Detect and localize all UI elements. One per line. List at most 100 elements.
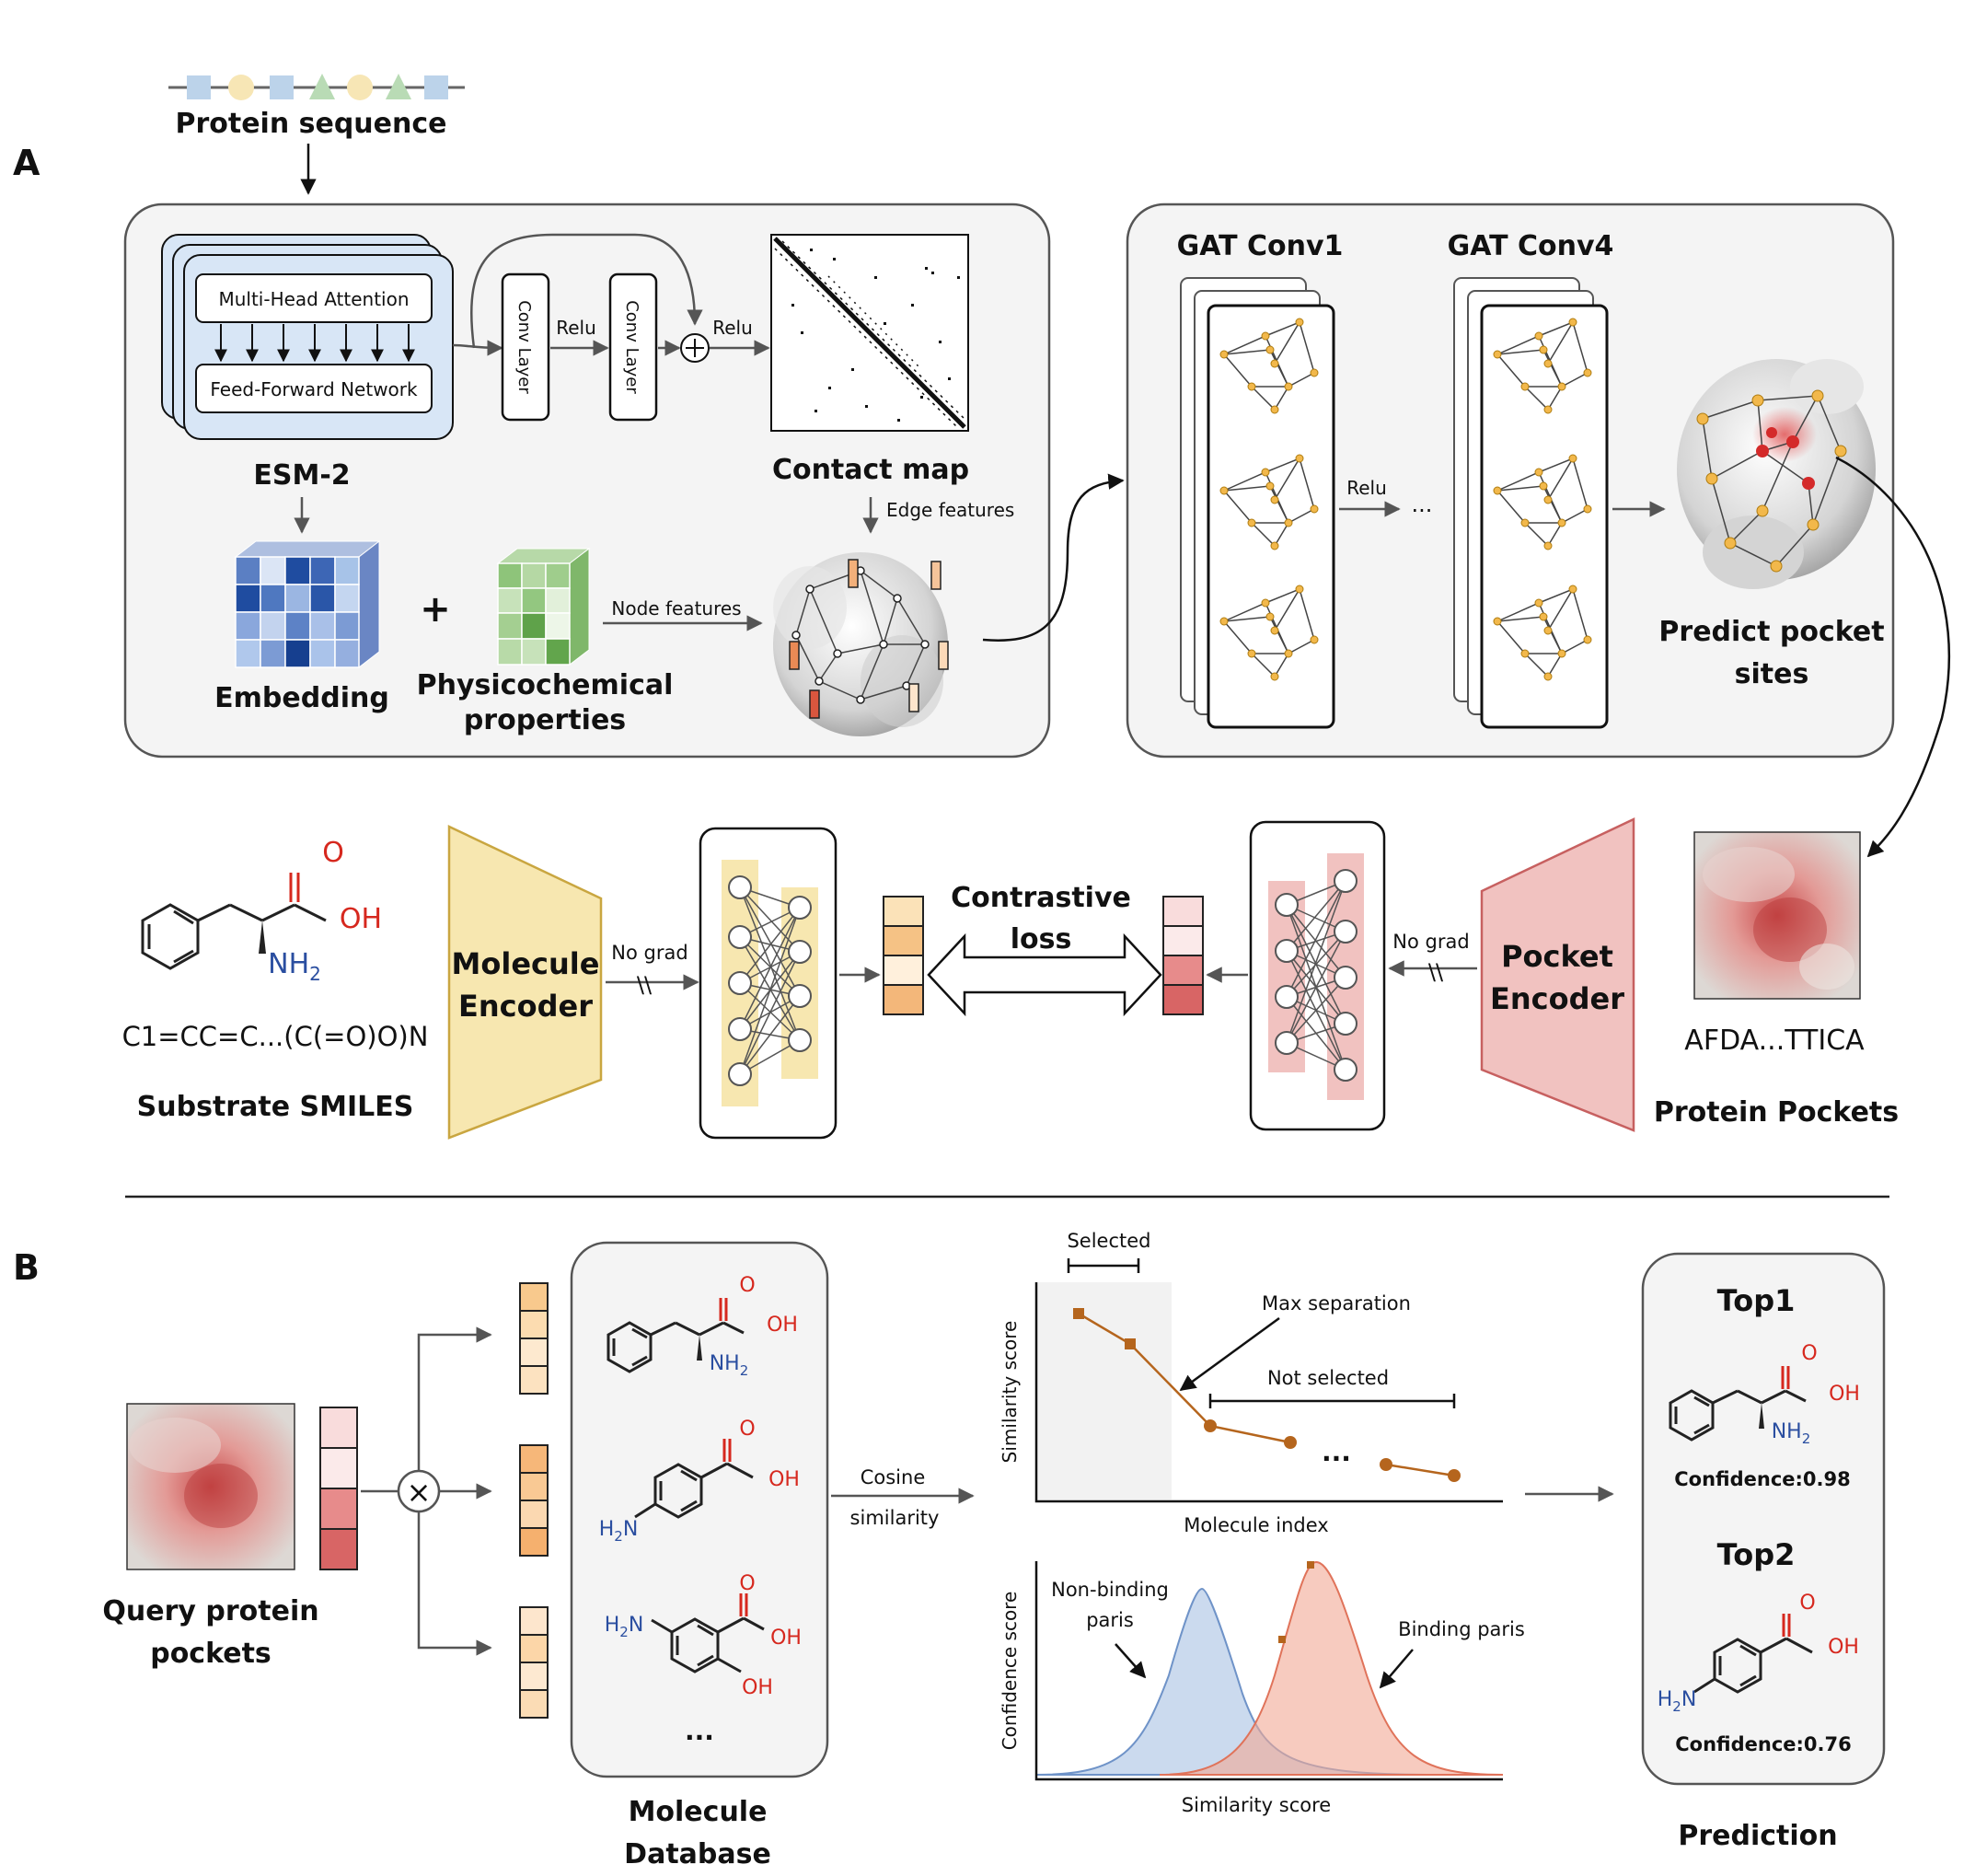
contrastive-label-2: loss bbox=[1011, 923, 1072, 955]
residual-arrow bbox=[470, 233, 703, 349]
query-pockets-label-2: pockets bbox=[150, 1638, 271, 1670]
physicochemical-label-2: properties bbox=[464, 704, 626, 736]
embedding-matrix bbox=[234, 539, 381, 669]
top2-amine-n: N bbox=[1681, 1688, 1696, 1711]
physicochemical-matrix bbox=[496, 547, 591, 666]
top1-molecule bbox=[1669, 1366, 1807, 1442]
binding-point-1 bbox=[1307, 1561, 1314, 1569]
top1-amine-sub: 2 bbox=[1802, 1430, 1811, 1447]
gat-ellipsis: ... bbox=[1412, 492, 1433, 517]
protein-sequence-label: Protein sequence bbox=[175, 108, 446, 140]
not-selected-bracket bbox=[1208, 1394, 1456, 1408]
contact-map-label: Contact map bbox=[772, 454, 969, 486]
protein-graph-image bbox=[773, 552, 949, 736]
top1-amine: NH2 bbox=[1772, 1420, 1811, 1447]
top1-confidence: Confidence:0.98 bbox=[1674, 1468, 1850, 1490]
top2-molecule bbox=[1693, 1614, 1813, 1694]
residual-sum-icon bbox=[680, 333, 710, 363]
gat-conv4-stack bbox=[1453, 277, 1609, 729]
grad-break-right: \\ bbox=[1428, 959, 1444, 985]
db-molecule-2 bbox=[634, 1439, 754, 1519]
node-features-label: Node features bbox=[611, 597, 741, 620]
db-mol1-amine: NH2 bbox=[710, 1352, 749, 1379]
plus-sign: + bbox=[420, 588, 451, 631]
conv-layer-1 bbox=[501, 272, 550, 422]
substrate-amine: NH2 bbox=[268, 948, 321, 985]
prediction-panel bbox=[1641, 1252, 1886, 1786]
similarity-point-5 bbox=[1380, 1458, 1392, 1471]
protein-pocket-image bbox=[1693, 831, 1861, 1000]
pocket-sequence: AFDA...TTICA bbox=[1684, 1025, 1865, 1057]
similarity-point-4 bbox=[1284, 1436, 1297, 1449]
db-mol1-amine-sub: 2 bbox=[740, 1362, 749, 1379]
top1-label: Top1 bbox=[1717, 1283, 1796, 1318]
predict-pocket-label-2: sites bbox=[1735, 658, 1809, 690]
pocket-to-pockets-arrow bbox=[1835, 456, 1950, 858]
contrastive-double-arrow bbox=[927, 932, 1162, 1017]
top2-amine: H2N bbox=[1658, 1688, 1697, 1715]
max-separation-label: Max separation bbox=[1262, 1292, 1411, 1314]
esm2-block: Multi-Head Attention Feed-Forward Networ… bbox=[161, 234, 454, 440]
no-grad-label-right: No grad bbox=[1392, 931, 1469, 953]
db-mol1-hydroxyl: OH bbox=[767, 1314, 798, 1337]
db-mol3-amine-sub: 2 bbox=[619, 1624, 629, 1640]
relu-label-2: Relu bbox=[712, 317, 753, 339]
multi-head-attention-label: Multi-Head Attention bbox=[218, 288, 409, 310]
similarity-point-3 bbox=[1204, 1419, 1217, 1432]
conv-layer-2 bbox=[608, 272, 658, 422]
db-mol2-oxygen: O bbox=[739, 1418, 755, 1441]
selected-bracket bbox=[1067, 1258, 1140, 1273]
binding-distribution bbox=[1159, 1560, 1504, 1776]
molecule-encoder bbox=[447, 825, 603, 1140]
pocket-projection-net bbox=[1249, 820, 1386, 1131]
candidate-embedding-vectors bbox=[519, 1282, 549, 1719]
query-pocket-image bbox=[126, 1403, 295, 1570]
non-binding-arrow bbox=[1115, 1643, 1147, 1679]
db-mol2-hydroxyl: OH bbox=[768, 1468, 800, 1491]
embedding-label: Embedding bbox=[214, 682, 389, 714]
panel-b-label: B bbox=[13, 1247, 40, 1288]
esm-to-conv-arrow bbox=[452, 340, 503, 356]
db-mol3-amine-h: H bbox=[605, 1614, 620, 1637]
db-mol2-amine-n: N bbox=[623, 1518, 638, 1541]
db-mol2-amine: H2N bbox=[599, 1518, 639, 1545]
relu-label-1: Relu bbox=[556, 317, 596, 339]
binding-point-2 bbox=[1278, 1636, 1286, 1643]
conv-layer-2-label: Conv Layer bbox=[622, 300, 641, 394]
no-grad-label-left: No grad bbox=[611, 942, 687, 964]
multiply-symbol: × bbox=[407, 1475, 432, 1510]
top2-confidence: Confidence:0.76 bbox=[1675, 1733, 1851, 1755]
top1-amine-n: NH bbox=[1772, 1420, 1802, 1443]
db-mol3-amine-n: N bbox=[629, 1614, 643, 1637]
multiply-branch-arrows bbox=[417, 1326, 492, 1656]
conv-layer-1-label: Conv Layer bbox=[514, 300, 534, 394]
confidence-chart: Confidence score Similarity score Non-bi… bbox=[999, 1560, 1525, 1816]
db-mol3-phenol: OH bbox=[742, 1676, 773, 1699]
predict-pocket-label-1: Predict pocket bbox=[1658, 616, 1884, 648]
top2-amine-h: H bbox=[1658, 1688, 1673, 1711]
molecule-embedding-vector bbox=[883, 896, 924, 1015]
molecule-encoder-label-2: Encoder bbox=[458, 989, 593, 1024]
max-separation-arrow bbox=[1179, 1316, 1280, 1392]
pocket-encoder-label-1: Pocket bbox=[1501, 939, 1613, 974]
similarity-ellipsis: ... bbox=[1322, 1437, 1351, 1467]
molecule-projection-net bbox=[699, 827, 838, 1140]
molecule-db-label-1: Molecule bbox=[629, 1796, 768, 1828]
db-molecule-3 bbox=[651, 1593, 765, 1673]
similarity-line-2 bbox=[1385, 1463, 1455, 1477]
gat-conv1-stack bbox=[1180, 277, 1335, 729]
db-mol3-hydroxyl: OH bbox=[770, 1627, 802, 1650]
similarity-y-label: Similarity score bbox=[999, 1321, 1021, 1464]
gat-conv4-label: GAT Conv4 bbox=[1448, 230, 1614, 262]
db-mol2-amine-h: H bbox=[599, 1518, 615, 1541]
top2-hydroxyl: OH bbox=[1828, 1636, 1859, 1659]
pocket-embedding-vector bbox=[1162, 896, 1204, 1015]
predicted-pocket-image bbox=[1677, 359, 1876, 589]
non-binding-label-2: paris bbox=[1086, 1609, 1134, 1631]
similarity-line-1 bbox=[1078, 1312, 1291, 1444]
substrate-amine-n: NH bbox=[268, 948, 309, 980]
smiles-string: C1=CC=C...(C(=O)O)N bbox=[122, 1021, 429, 1052]
query-embedding-vector bbox=[319, 1407, 358, 1570]
similarity-chart: ... Selected Max separation Not selected… bbox=[999, 1230, 1503, 1536]
